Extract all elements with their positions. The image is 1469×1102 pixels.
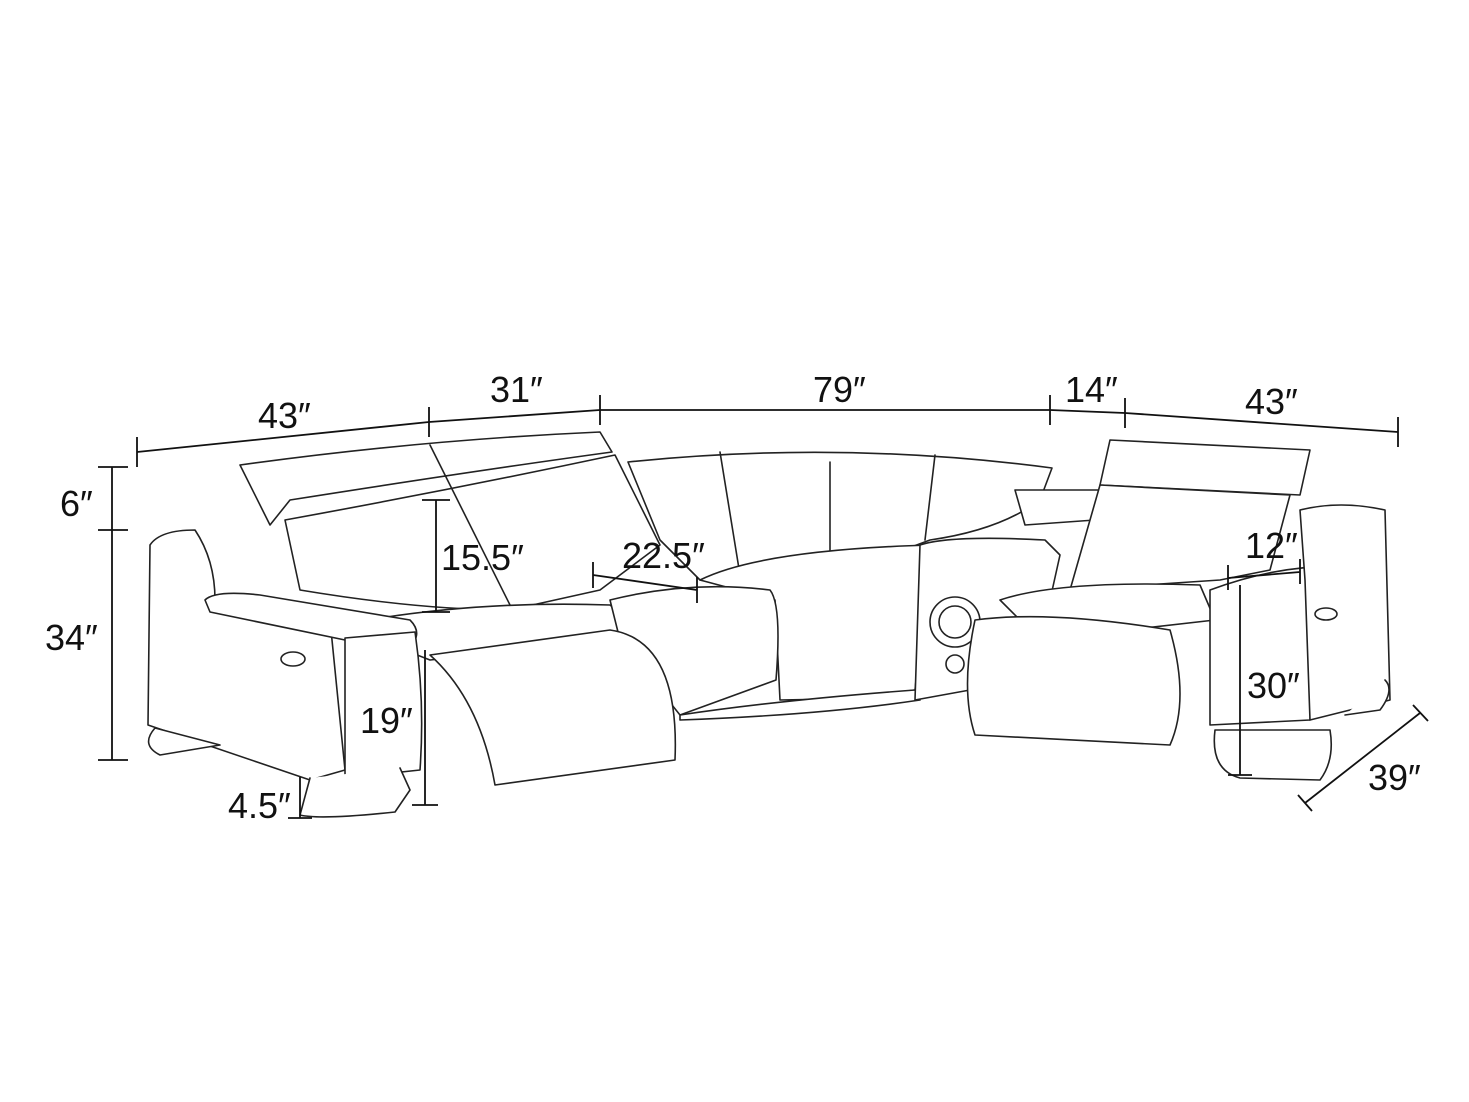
dimension-lines	[98, 395, 1429, 819]
right-control-button	[1314, 607, 1338, 621]
right-headrest	[1099, 439, 1311, 496]
label-top-right-width: 43″	[1245, 381, 1298, 422]
rear-console	[1014, 489, 1101, 526]
label-console-width: 14″	[1065, 369, 1118, 410]
middle-seat	[609, 585, 779, 716]
sofa-drawing	[147, 431, 1391, 818]
label-center-width: 79″	[813, 369, 866, 410]
label-arm-width: 12″	[1245, 525, 1298, 566]
dimension-labels: 43″ 31″ 79″ 14″ 43″ 6″ 34″ 15.5″ 22.5″ 1…	[45, 369, 1421, 826]
center-back	[627, 451, 1053, 597]
left-arm-front	[344, 631, 423, 779]
label-top-left-width: 43″	[258, 395, 311, 436]
left-footrest	[429, 629, 677, 786]
label-left-middle-width: 31″	[490, 369, 543, 410]
left-back	[284, 454, 661, 611]
left-control-button	[280, 651, 306, 667]
center-seat-base	[679, 689, 921, 721]
label-headrest-height: 6″	[60, 483, 93, 524]
label-back-height: 15.5″	[441, 537, 524, 578]
console-knob	[945, 654, 965, 674]
label-arm-height: 30″	[1247, 665, 1300, 706]
right-back	[1069, 484, 1291, 591]
left-leg	[147, 727, 411, 818]
label-overall-height: 34″	[45, 617, 98, 658]
label-seat-height: 19″	[360, 700, 413, 741]
right-leg	[1213, 679, 1390, 781]
label-leg-height: 4.5″	[228, 785, 291, 826]
left-headrest	[239, 431, 613, 526]
right-footrest	[966, 615, 1181, 746]
label-depth: 39″	[1368, 757, 1421, 798]
label-seat-depth: 22.5″	[622, 535, 705, 576]
